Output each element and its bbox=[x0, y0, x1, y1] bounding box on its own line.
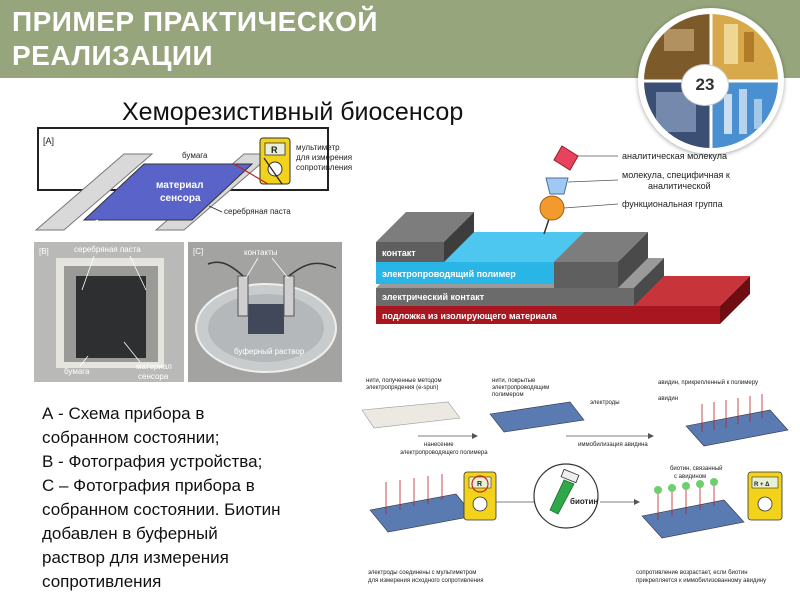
layer-electric-contact-label: электрический контакт bbox=[382, 292, 485, 302]
page-title: ПРИМЕР ПРАКТИЧЕСКОЙ РЕАЛИЗАЦИИ bbox=[12, 5, 612, 73]
figure-b-photo: [B] серебряная паста бумага материал сен… bbox=[34, 242, 184, 382]
process-avidin-label: авидин bbox=[658, 396, 678, 402]
figure-b-material-line1: материал bbox=[136, 362, 172, 371]
figure-a-paper-top: бумага bbox=[182, 151, 208, 160]
caption-line: С – Фотография прибора в bbox=[42, 476, 255, 495]
process-resistance-line1: сопротивление возрастает, если биотин bbox=[636, 570, 748, 576]
layer-contact-label: контакт bbox=[382, 248, 416, 258]
functional-group-label: функциональная группа bbox=[622, 199, 723, 209]
process-step2-label: иммобилизация авидина bbox=[578, 442, 648, 448]
process-step1-line1: нанесение bbox=[424, 442, 454, 448]
figure-a-paper-bottom: бумага bbox=[94, 219, 120, 228]
caption-line: собранном состоянии; bbox=[42, 428, 220, 447]
layer-polymer-label: электропроводящий полимер bbox=[382, 269, 516, 279]
figure-a-schematic: [A] бумага бумага материал сенсора R мул… bbox=[34, 127, 352, 231]
substrate-layer bbox=[376, 306, 720, 324]
process-coated-line1: нити, покрытые bbox=[492, 378, 536, 384]
electric-contact-layer bbox=[376, 288, 634, 306]
page-title-line1: ПРИМЕР ПРАКТИЧЕСКОЙ bbox=[12, 6, 379, 37]
analyte-label: аналитическая молекула bbox=[622, 151, 727, 161]
figure-b-silver-paste: серебряная паста bbox=[74, 245, 141, 254]
caption-line: добавлен в буферный bbox=[42, 524, 218, 543]
process-resistance-line2: прикрепляется к иммобилизованному авидин… bbox=[636, 578, 766, 584]
figure-c-label: [C] bbox=[193, 247, 203, 256]
caption-line: собранном состоянии. Биотин bbox=[42, 500, 281, 519]
specific-molecule-label-line1: молекула, специфичная к bbox=[622, 170, 730, 180]
layer-substrate-label: подложка из изолирующего материала bbox=[382, 311, 558, 321]
figure-c-contacts: контакты bbox=[244, 248, 278, 257]
figure-a-meter-letter: R bbox=[271, 145, 278, 155]
process-electrodes-conn-line2: для измерения исходного сопротивления bbox=[368, 578, 484, 584]
polymer-layer bbox=[376, 262, 554, 284]
caption-line: В - Фотография устройства; bbox=[42, 452, 263, 471]
layered-sensor-diagram: контакт электропроводящий полимер электр… bbox=[376, 145, 750, 324]
figure-a-label: [A] bbox=[43, 136, 54, 146]
process-meter-right-r: R + Δ bbox=[754, 482, 770, 488]
process-coated-line2: электропроводящим bbox=[492, 385, 549, 391]
figure-b-paper: бумага bbox=[64, 367, 90, 376]
specific-molecule-icon bbox=[545, 177, 569, 195]
figure-c-buffer: буферный раствор bbox=[234, 347, 305, 356]
process-nanofibers-line2: электропрядения (e-spun) bbox=[366, 385, 438, 391]
figure-b-material-line2: сенсора bbox=[138, 372, 169, 381]
biotin-avidin-process-diagram: нити, полученные методом электропрядения… bbox=[361, 378, 789, 584]
figure-a-multimeter-line1: мультиметр bbox=[296, 143, 340, 152]
caption-line: сопротивления bbox=[42, 572, 162, 591]
process-meter-left-r: R bbox=[477, 481, 482, 488]
figure-caption: А - Схема прибора в собранном состоянии;… bbox=[42, 402, 342, 594]
process-step1-line2: электропроводящего полимера bbox=[400, 450, 488, 456]
contact-block bbox=[376, 242, 444, 262]
process-avidin-attached-label: авидин, прикрепленный к полимеру bbox=[658, 379, 758, 386]
figure-a-material-line1: материал bbox=[156, 180, 203, 191]
process-biotin-label: биотин bbox=[570, 497, 598, 506]
figure-a-silver-paste: серебряная паста bbox=[224, 207, 291, 216]
figure-a-multimeter-line3: сопротивления bbox=[296, 163, 352, 172]
process-coated-line3: полимером bbox=[492, 392, 524, 398]
page-title-line2: РЕАЛИЗАЦИИ bbox=[12, 40, 214, 71]
process-electrodes-conn-line1: электроды соединены с мультиметром bbox=[368, 570, 476, 576]
process-electrodes-label: электроды bbox=[590, 400, 620, 406]
figure-b-label: [B] bbox=[39, 247, 49, 256]
slide-number: 23 bbox=[681, 64, 729, 106]
functional-group-icon bbox=[539, 195, 565, 221]
figure-a-material-line2: сенсора bbox=[160, 193, 201, 204]
process-nanofibers-line1: нити, полученные методом bbox=[366, 378, 442, 384]
figure-c-photo: [C] контакты буферный раствор bbox=[188, 242, 342, 382]
caption-line: А - Схема прибора в bbox=[42, 404, 205, 423]
caption-line: раствор для измерения bbox=[42, 548, 229, 567]
analyte-molecule-icon bbox=[553, 145, 579, 171]
specific-molecule-label-line2: аналитической bbox=[648, 181, 711, 191]
figure-a-multimeter-line2: для измерения bbox=[296, 153, 352, 162]
slide-subtitle: Хеморезистивный биосенсор bbox=[122, 98, 464, 126]
process-biotin-bound-line1: биотин, связанный bbox=[670, 465, 723, 472]
process-biotin-bound-line2: с авидином bbox=[674, 474, 706, 480]
